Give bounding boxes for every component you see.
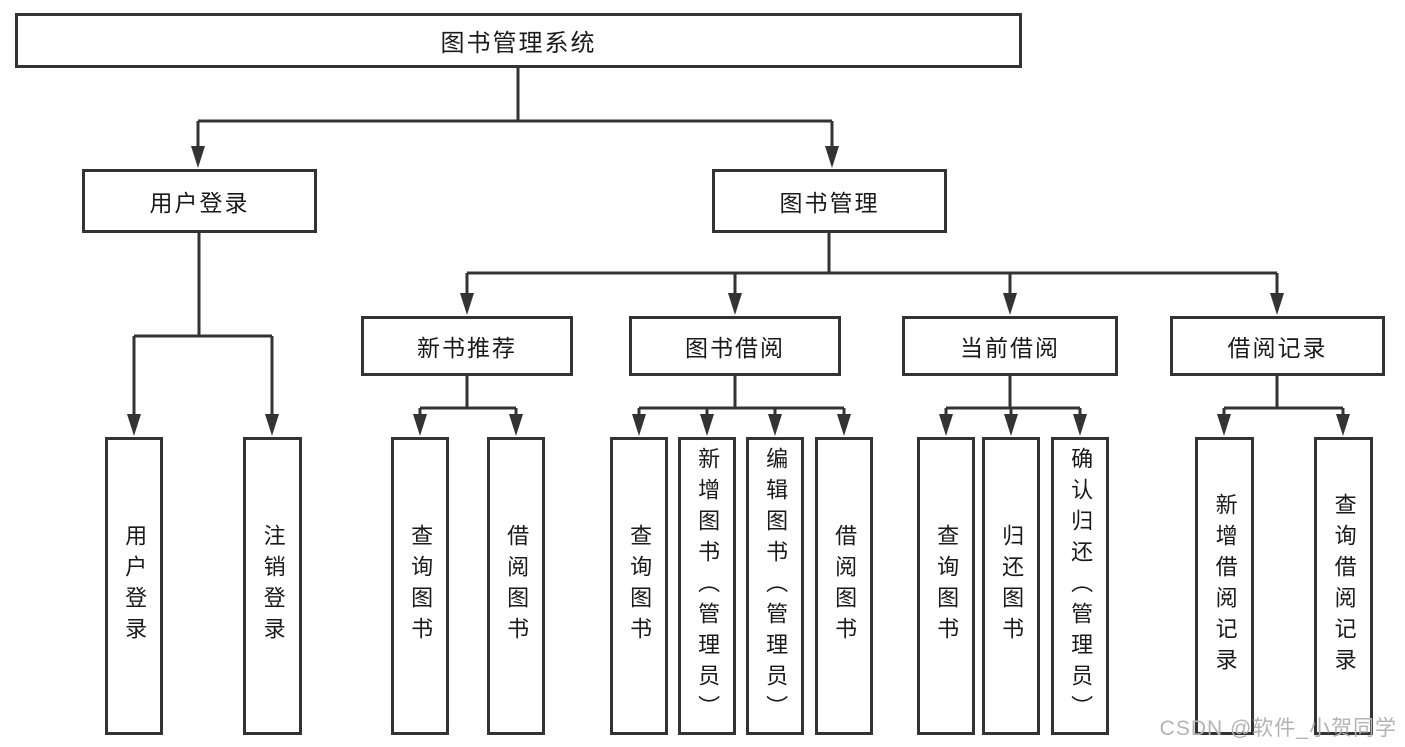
leaf-recommend-borrow-books: 借阅图书 bbox=[487, 437, 545, 735]
node-borrow-records: 借阅记录 bbox=[1170, 316, 1385, 376]
leaf-query-borrow-record: 查询借阅记录 bbox=[1314, 437, 1373, 735]
leaf-return-books: 归还图书 bbox=[982, 437, 1040, 735]
leaf-add-books-admin: 新增图书（管理员） bbox=[678, 437, 736, 735]
node-book-management: 图书管理 bbox=[712, 169, 947, 233]
node-new-book-recommend: 新书推荐 bbox=[361, 316, 573, 376]
leaf-confirm-return-admin: 确认归还（管理员） bbox=[1051, 437, 1109, 735]
arrowheads bbox=[127, 146, 1350, 436]
leaf-borrow-books: 借阅图书 bbox=[815, 437, 873, 735]
leaf-logout: 注销登录 bbox=[243, 437, 302, 735]
leaf-current-query-books: 查询图书 bbox=[917, 437, 975, 735]
connector-paths bbox=[132, 68, 1345, 420]
node-user-login: 用户登录 bbox=[82, 169, 317, 233]
node-current-borrow: 当前借阅 bbox=[902, 316, 1118, 376]
leaf-edit-books-admin: 编辑图书（管理员） bbox=[746, 437, 804, 735]
leaf-add-borrow-record: 新增借阅记录 bbox=[1195, 437, 1254, 735]
leaf-recommend-query-books: 查询图书 bbox=[391, 437, 449, 735]
node-book-borrow: 图书借阅 bbox=[629, 316, 841, 376]
node-root-system: 图书管理系统 bbox=[15, 13, 1022, 68]
leaf-user-login: 用户登录 bbox=[105, 437, 163, 735]
leaf-borrow-query-books: 查询图书 bbox=[610, 437, 668, 735]
